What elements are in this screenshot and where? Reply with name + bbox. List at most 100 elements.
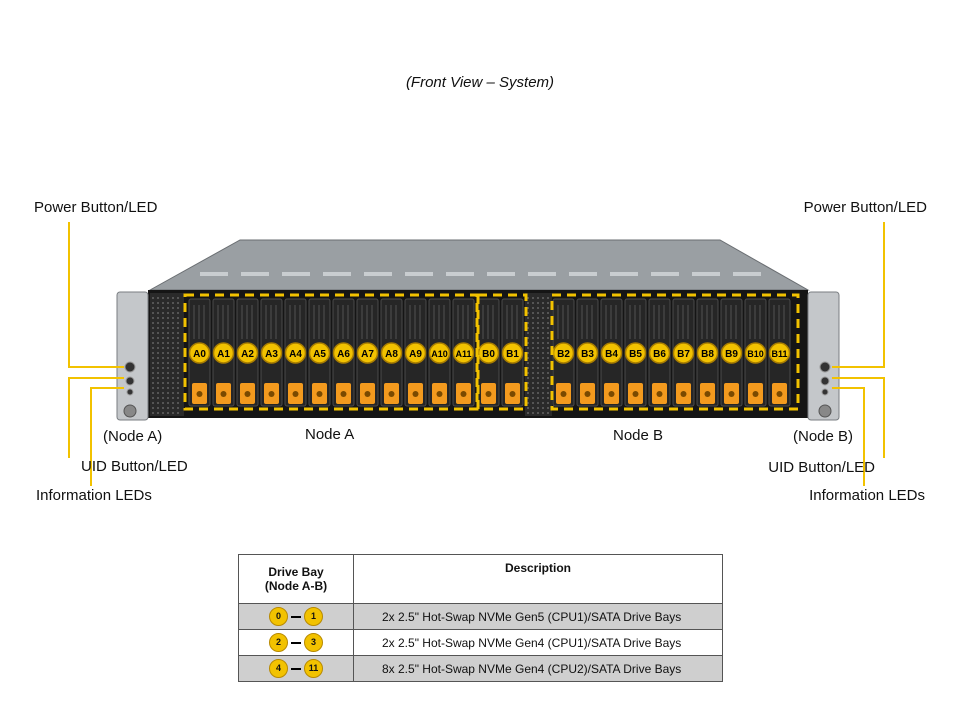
bay-label: A7 [361,349,374,360]
label-power-right: Power Button/LED [803,199,927,216]
bay-badge [332,342,355,364]
bay-label: B9 [725,349,738,360]
drive-bay-b6: B6 [648,298,671,407]
bay-badge [576,342,599,364]
bay-label: A3 [265,349,278,360]
uid-button-right [820,376,830,386]
label-power-left: Power Button/LED [34,199,158,216]
bay-badge [212,342,235,364]
right-screw [818,404,832,418]
bay-label: A2 [241,349,254,360]
callout-uid-right [832,377,885,458]
bay-label: B2 [557,349,570,360]
callout-info-right [832,387,865,486]
bay-label: A0 [193,349,206,360]
bay-badge [648,342,671,364]
bay-label: A6 [337,349,350,360]
lid-vents [200,272,761,276]
drive-bay-b3: B3 [576,298,599,407]
bay-badge [284,342,307,364]
uid-button-left [125,376,135,386]
drive-bay-b5: B5 [624,298,647,407]
drive-bay-b2: B2 [552,298,575,407]
left-screw [123,404,137,418]
info-leds-left [126,388,134,396]
drive-bay-b0: B0 [477,298,500,407]
label-info-left: Information LEDs [36,487,152,504]
legend-desc: 2x 2.5" Hot-Swap NVMe Gen5 (CPU1)/SATA D… [353,603,723,630]
node-b-outline-left [476,293,528,411]
figure-caption: (Front View – System) [405,74,555,91]
bay-badge [236,342,259,364]
bay-badge-from: 4 [269,659,288,678]
label-uid-right: UID Button/LED [768,459,875,476]
label-uid-left: UID Button/LED [81,458,188,475]
drive-bay-a4: A4 [284,298,307,407]
dash [291,667,301,670]
callout-power-right [832,222,885,368]
label-node-a-paren: (Node A) [103,428,163,445]
dash [291,615,301,618]
bay-badge [404,342,427,364]
drive-bay-a5: A5 [308,298,331,407]
bay-label: A5 [313,349,326,360]
label-node-a: Node A [305,426,355,443]
legend-desc: 2x 2.5" Hot-Swap NVMe Gen4 (CPU1)/SATA D… [353,629,723,656]
drive-bay-a8: A8 [380,298,403,407]
power-button-left [124,361,136,373]
callout-info-left [90,387,124,486]
bay-badge-to: 3 [304,633,323,652]
node-b-outline-right [550,293,800,411]
bay-badge [188,342,211,364]
legend-header-desc: Description [353,554,723,604]
drive-bay-b1: B1 [501,298,524,407]
info-leds-right [821,388,829,396]
drive-bay-b11: B11 [768,298,791,407]
legend-desc: 8x 2.5" Hot-Swap NVMe Gen4 (CPU2)/SATA D… [353,655,723,682]
label-node-b-paren: (Node B) [793,428,854,445]
bay-label: B7 [677,349,690,360]
drive-bay-a9: A9 [404,298,427,407]
bay-badge [672,342,695,364]
bay-badge [356,342,379,364]
bay-badge-from: 2 [269,633,288,652]
bay-label: B11 [771,349,787,359]
bay-badge [600,342,623,364]
bay-label: A11 [455,349,471,359]
drive-bay-b10: B10 [744,298,767,407]
drive-bay-a10: A10 [428,298,451,407]
bay-label: B10 [747,349,764,359]
drive-bay-b7: B7 [672,298,695,407]
drive-bay-a7: A7 [356,298,379,407]
power-button-right [819,361,831,373]
drive-bay-a0: A0 [188,298,211,407]
bay-label: A8 [385,349,398,360]
bay-label: B5 [629,349,642,360]
callout-uid-left [68,377,124,458]
drive-bay-a2: A2 [236,298,259,407]
label-node-b: Node B [613,427,664,444]
drive-bay-b4: B4 [600,298,623,407]
drive-bay-a3: A3 [260,298,283,407]
node-a-outline [183,293,479,411]
bay-badge [260,342,283,364]
bay-label: A1 [217,349,230,360]
bay-label: B6 [653,349,666,360]
chassis-top [148,239,810,291]
bay-badge [744,342,767,364]
bay-label: B8 [701,349,714,360]
drive-bay-a1: A1 [212,298,235,407]
bay-label: A10 [431,349,448,359]
bay-label: A4 [289,349,302,360]
bay-badge [428,342,451,364]
bay-badge [720,342,743,364]
legend-header-bay: Drive Bay (Node A-B) [238,554,354,604]
drive-bay-a6: A6 [332,298,355,407]
bay-badge [501,342,524,364]
bay-badge [452,342,475,364]
bay-badge [308,342,331,364]
bay-label: B4 [605,349,618,360]
